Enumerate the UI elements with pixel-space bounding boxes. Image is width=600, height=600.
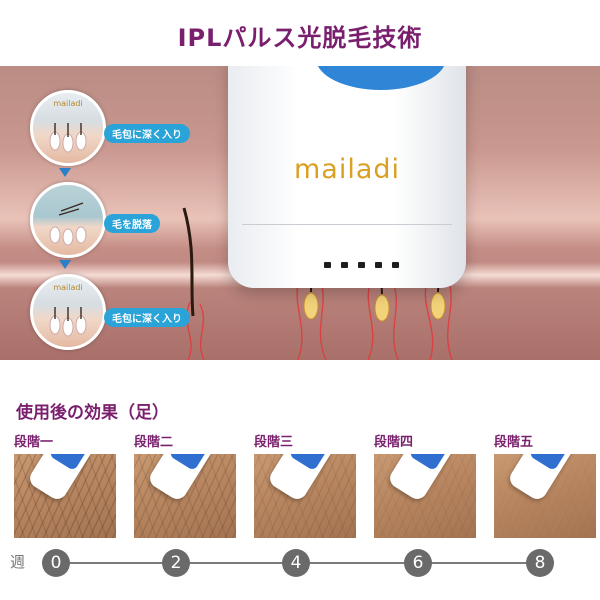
step-illustration-1: mailadi (30, 90, 106, 166)
follicle-icon (49, 123, 87, 153)
follicle-icon (49, 307, 87, 337)
vent (324, 262, 331, 268)
stage-2: 段階二 (134, 434, 236, 538)
step-label-1: 毛包に深く入り (104, 124, 190, 143)
vent (375, 262, 382, 268)
stage-3: 段階三 (254, 434, 356, 538)
skin-photo (254, 454, 356, 538)
stage-label: 段階五 (494, 435, 534, 450)
week-marker: 6 (404, 549, 432, 577)
down-arrow-icon (59, 168, 71, 177)
skin-photo (14, 454, 116, 538)
vent (392, 262, 399, 268)
device-brand-label: mailadi (293, 154, 401, 185)
timeline-label: 週 (10, 553, 26, 571)
stage-label: 段階一 (14, 435, 54, 450)
week-marker: 2 (162, 549, 190, 577)
step-illustration-2 (30, 182, 106, 258)
device-vents (324, 262, 399, 268)
device-seam (242, 224, 452, 225)
stage-1: 段階一 (14, 434, 116, 538)
device-illustration: mailadi (228, 66, 466, 288)
hero-illustration: mailadi 毛包に深く入り 毛を脱落 mailadi (0, 66, 600, 360)
vent (358, 262, 365, 268)
device-blue-cap (316, 66, 446, 90)
step-label-2: 毛を脱落 (104, 214, 160, 233)
skin-photo (134, 454, 236, 538)
vent (341, 262, 348, 268)
skin-photo (374, 454, 476, 538)
hair-removal-icon (49, 202, 87, 246)
stage-5: 段階五 (494, 434, 596, 538)
week-marker: 4 (282, 549, 310, 577)
stage-label: 段階三 (254, 435, 294, 450)
results-title: 使用後の効果（足） (16, 403, 169, 423)
step-mini-brand: mailadi (53, 99, 83, 108)
stage-label: 段階二 (134, 435, 174, 450)
page-title: IPLパルス光脱毛技術 (177, 24, 423, 52)
stage-label: 段階四 (374, 435, 414, 450)
week-marker: 8 (526, 549, 554, 577)
stage-4: 段階四 (374, 434, 476, 538)
step-illustration-3: mailadi (30, 274, 106, 350)
week-marker: 0 (42, 549, 70, 577)
down-arrow-icon (59, 260, 71, 269)
skin-photo (494, 454, 596, 538)
step-mini-brand: mailadi (53, 283, 83, 292)
step-label-3: 毛包に深く入り (104, 308, 190, 327)
